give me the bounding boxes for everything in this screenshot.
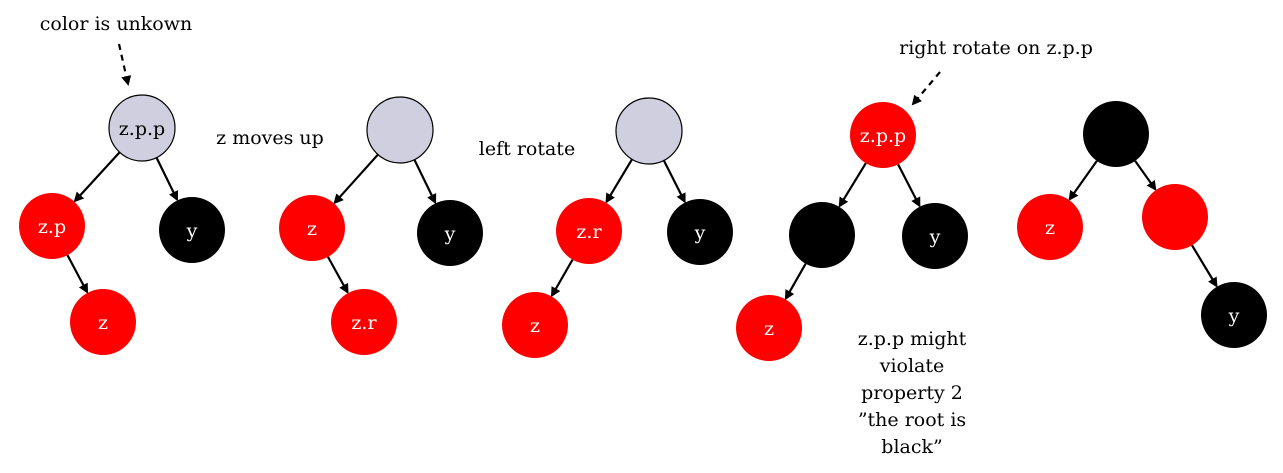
tree-node-circle [19,193,85,259]
tree-node-circle [902,203,968,269]
tree-edge-arrow [1134,160,1157,191]
tree-edge-arrow [838,162,867,208]
tree-node-black: y [902,203,968,269]
tree-node-red: z.r [331,289,397,355]
tree-node-label: z [764,318,774,340]
tree-node-red: z.p [19,193,85,259]
violation-note-line: ”the root is [858,409,966,431]
tree-node-circle [556,198,622,264]
tree-node-unknown: z.p.p [108,94,176,162]
tree-node-circle [789,202,855,268]
z-moves-up-note: z moves up [216,127,324,149]
tree-node-label: y [1228,305,1240,327]
tree-node-circle [667,199,733,265]
tree-node-black [789,202,855,268]
tree-node-label: z [530,315,540,337]
tree-node-red: z.p.p [850,102,916,168]
tree-node-red: z [70,289,136,355]
tree-edge-arrow [662,159,686,204]
tree-node-label: y [694,222,706,244]
tree-node-red: z [502,292,568,358]
tree-node-label: y [444,223,456,245]
color-unknown-note: color is unkown [40,13,193,35]
tree-node-circle [736,295,802,361]
violation-note-line: z.p.p might [858,328,967,350]
tree-node-black: y [667,199,733,265]
tree-node-label: y [929,226,941,248]
color-unknown-pointer-arrow [117,43,132,86]
tree-node-unknown [366,96,434,164]
tree-node-circle [1083,101,1149,167]
tree-edge-arrow [155,157,179,202]
tree-edge-arrow [1068,160,1098,201]
tree-node-circle [159,197,225,263]
tree-node-circle [1017,194,1083,260]
tree-edge-arrow [784,263,807,301]
tree-node-label: z [98,312,108,334]
violation-note: z.p.p might violate property 2 ”the root… [858,328,967,458]
tree-edge-arrow [897,163,921,208]
tree-node-unknown [615,97,683,165]
tree-edge-arrow [1191,244,1218,288]
tree-node-circle [331,289,397,355]
tree-node-red: z [279,195,345,261]
nodes-layer: z.p.p z.p y z z y z.r z.r y z z.p.p y z z y [19,94,1267,361]
right-rotate-note: right rotate on z.p.p [899,37,1093,59]
tree-node-label: z [1045,217,1055,239]
violation-note-line: violate [879,355,945,377]
tree-node-red [1142,184,1208,250]
tree-edge-arrow [66,254,89,294]
tree-node-label: z.p.p [119,118,165,140]
tree-node-label: z.p.p [860,125,906,147]
tree-edge-arrow [73,151,121,203]
tree-node-label: y [186,220,198,242]
tree-node-circle [70,289,136,355]
tree-node-circle [502,292,568,358]
tree-node-label: z.r [351,312,377,334]
tree-node-red: z [1017,194,1083,260]
tree-node-black: y [417,200,483,266]
tree-edge-arrow [333,153,379,205]
tree-node-circle [615,97,683,165]
tree-node-circle [366,96,434,164]
tree-node-label: z.r [576,221,602,243]
tree-node-black [1083,101,1149,167]
tree-node-label: z.p [38,216,66,238]
tree-node-red: z.r [556,198,622,264]
edges-layer [66,151,1218,301]
tree-node-circle [850,102,916,168]
tree-node-label: z [307,218,317,240]
left-rotate-note: left rotate [479,138,575,160]
tree-node-circle [417,200,483,266]
violation-note-line: property 2 [861,382,963,404]
tree-node-circle [279,195,345,261]
tree-edge-arrow [605,158,633,204]
tree-node-black: y [1201,282,1267,348]
tree-node-circle [108,94,176,162]
tree-edge-arrow [550,259,574,298]
tree-edge-arrow [413,159,437,205]
tree-node-red: z [736,295,802,361]
tree-edge-arrow [327,256,349,294]
tree-node-circle [1142,184,1208,250]
tree-node-black: y [159,197,225,263]
tree-node-circle [1201,282,1267,348]
right-rotate-pointer-arrow [911,71,941,106]
violation-note-line: black” [881,436,942,458]
